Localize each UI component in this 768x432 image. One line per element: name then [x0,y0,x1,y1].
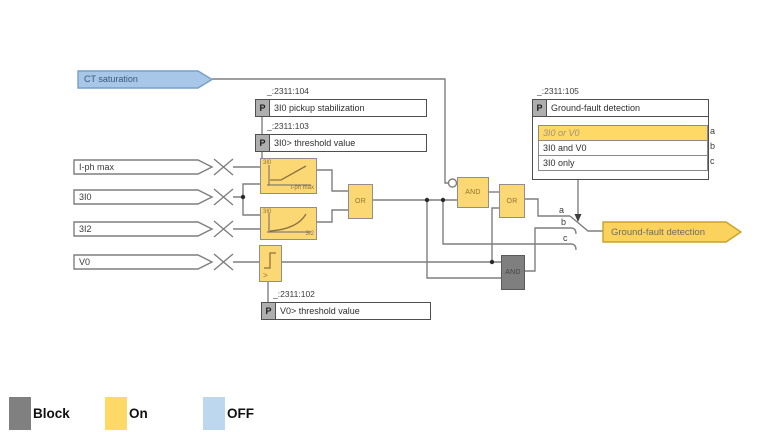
input-arrow-iph-max [73,159,214,175]
greater-than-symbol: > [263,271,268,280]
switch-position-c: c [563,233,568,243]
wire-3i0 [233,183,260,216]
legend-swatch-on [105,397,127,430]
arrow-head-icon [574,214,582,222]
option-row-3i0-only[interactable]: 3I0 only [538,155,708,171]
param-symbol: P [256,135,270,151]
param-address-105: _:2311:105 [537,86,579,96]
wire-branch-row-c [442,200,577,251]
param-symbol: P [262,303,276,319]
param-box-102: P V0> threshold value [261,302,431,320]
wire-v0-to-or2 [491,207,499,262]
param-box-105: P Ground-fault detection 3I0 or V0 3I0 a… [532,99,709,180]
characteristic-block-3i0-3i2: 3I0 3I2 [260,207,317,240]
junction-dot [424,197,430,203]
input-label-3i0: 3I0 [79,192,92,202]
switch-position-a: a [559,205,565,215]
x-mark-icon [213,253,234,271]
ct-saturation-arrow [77,70,214,89]
wire-block2-to-or1 [315,209,348,223]
legend-item-on: On [105,397,148,430]
step-function-icon [264,252,276,269]
wire-ct-saturation [212,78,448,184]
block-axis-label: I-ph max [290,185,314,191]
option-row-3i0-and-v0[interactable]: 3I0 and V0 [538,140,708,156]
input-arrow-3i2 [73,221,214,237]
x-mark-icon [213,188,234,206]
junction-dot [440,197,446,203]
output-arrow [602,221,743,243]
legend-item-block: Block [9,397,70,430]
legend-swatch-block [9,397,31,430]
legend-item-off: OFF [203,397,254,430]
input-label-iph-max: I-ph max [79,162,115,172]
option-key-c: c [710,156,715,166]
param-label-104: 3I0 pickup stabilization [274,103,365,113]
legend-label-on: On [129,406,148,421]
param-address-102: _:2311:102 [273,289,315,299]
input-label-3i2: 3I2 [79,224,92,234]
param-label-102: V0> threshold value [280,306,360,316]
input-label-v0: V0 [79,257,91,267]
junction-dot [240,194,246,200]
block-axis-label: 3I2 [305,231,314,237]
switch-arm[interactable] [569,215,603,232]
legend-label-block: Block [33,406,70,421]
wire-block1-to-or1 [315,169,348,192]
param-address-103: _:2311:103 [267,121,309,131]
switch-position-b: b [561,217,567,227]
option-row-3i0-or-v0[interactable]: 3I0 or V0 [538,125,708,141]
inverter-circle-icon [447,178,458,188]
param-label-103: 3I0> threshold value [274,138,356,148]
param-label-105: Ground-fault detection [551,103,641,113]
characteristic-block-3i0-iphmax: 3I0 I-ph max [260,158,317,194]
legend-label-off: OFF [227,406,254,421]
option-key-b: b [710,141,716,151]
output-label: Ground-fault detection [611,227,706,238]
wire-or2-to-row-a [523,198,570,217]
input-arrow-v0 [73,254,214,270]
block-axis-label: 3I0 [263,160,272,166]
option-key-a: a [710,126,716,136]
legend-swatch-off [203,397,225,430]
characteristic-curve-icon [267,165,311,186]
ct-saturation-label: CT saturation [84,74,138,84]
junction-dot [489,259,495,265]
block-axis-label: 3I0 [263,209,272,215]
or-gate-2: OR [499,184,525,218]
input-arrow-3i0 [73,189,214,205]
param-symbol: P [533,100,547,116]
v0-threshold-block: > [259,245,282,282]
param-box-103: P 3I0> threshold value [255,134,427,152]
and-gate-1: AND [457,177,489,208]
or-gate-1: OR [348,184,373,219]
param-symbol: P [256,100,270,116]
x-mark-icon [213,158,234,176]
param-box-104: P 3I0 pickup stabilization [255,99,427,117]
x-mark-icon [213,220,234,238]
and-gate-block: AND [501,255,525,290]
wire-branch-and2 [426,200,501,279]
wire-and2-to-row-b [523,227,577,272]
param-address-104: _:2311:104 [267,86,309,96]
characteristic-curve-icon [267,213,311,233]
